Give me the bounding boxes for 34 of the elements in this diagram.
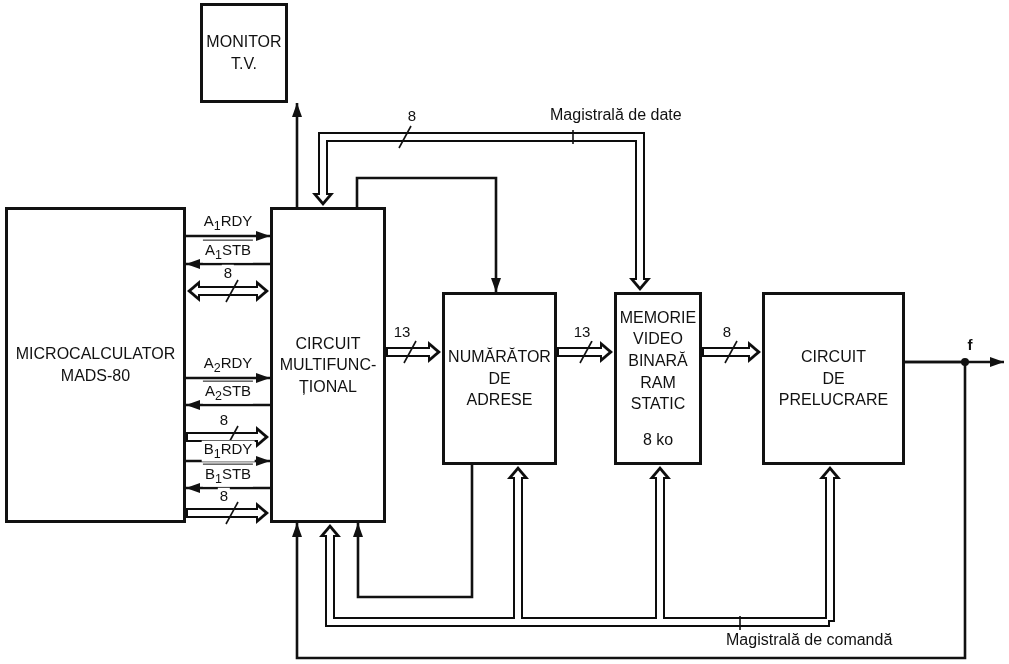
signal-label: f bbox=[966, 336, 974, 354]
block-label: NUMĂRĂTOR DE ADRESE bbox=[448, 346, 551, 411]
signal-arrow bbox=[186, 400, 270, 410]
bus-arrow bbox=[702, 341, 761, 363]
bus-arrow bbox=[557, 341, 613, 363]
block-label: MICROCALCULATOR MADS-80 bbox=[15, 344, 176, 386]
signal-arrow bbox=[292, 103, 302, 207]
block-box bbox=[5, 207, 186, 523]
bus-arrow bbox=[312, 132, 651, 291]
block-label: MEMORIE VIDEO BINARĂ RAM STATIC bbox=[619, 307, 697, 415]
block-note: 8 ko bbox=[642, 429, 674, 450]
block-label: CIRCUIT DE PRELUCRARE bbox=[778, 347, 889, 411]
signal-arrow bbox=[355, 176, 501, 292]
signal-arrow bbox=[292, 360, 967, 660]
bus-line bbox=[319, 524, 830, 627]
signal-arrow bbox=[186, 231, 270, 241]
signal-arrow bbox=[186, 483, 270, 493]
signal-arrow bbox=[186, 259, 270, 269]
bus-label: Magistrală de date bbox=[548, 106, 684, 124]
bus-arrow bbox=[819, 466, 841, 622]
bus-arrow bbox=[187, 280, 269, 302]
signal-arrow bbox=[353, 465, 474, 599]
bus-arrow bbox=[386, 341, 441, 363]
signal-label: B$_{1}$RDY bbox=[201, 440, 255, 462]
bus-arrow bbox=[186, 502, 269, 524]
block-label: CIRCUIT MULTIFUNC- ȚIONAL bbox=[279, 333, 377, 397]
block-box bbox=[442, 292, 557, 465]
block-box bbox=[200, 3, 288, 103]
bus-label: Magistrală de comandă bbox=[724, 631, 895, 649]
block-box bbox=[270, 207, 386, 523]
block-box bbox=[614, 292, 702, 465]
signal-arrow bbox=[186, 373, 270, 383]
block-box bbox=[762, 292, 905, 465]
block-label: MONITOR T.V. bbox=[206, 32, 282, 74]
